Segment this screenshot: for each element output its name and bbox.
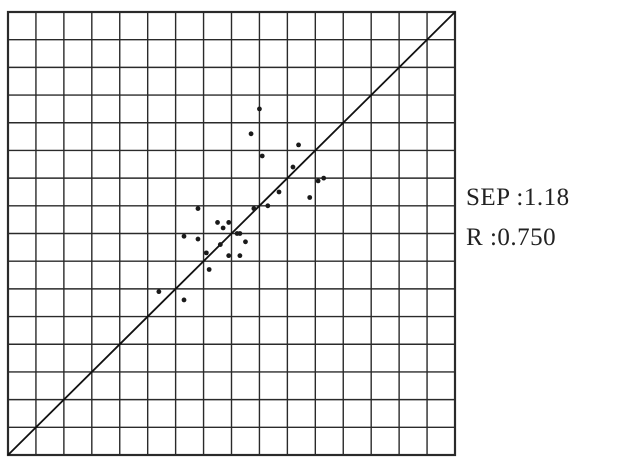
data-point [181, 233, 187, 239]
data-points [156, 106, 327, 303]
data-point [215, 220, 220, 225]
data-point [315, 178, 321, 184]
r-stat: R :0.750 [466, 224, 557, 251]
data-point [156, 289, 162, 295]
data-point [226, 253, 232, 259]
sep-label: SEP [466, 184, 510, 211]
r-label: R [466, 224, 484, 251]
data-point [251, 206, 257, 211]
sep-stat: SEP :1.18 [466, 184, 570, 211]
data-point [257, 106, 262, 112]
data-point [237, 253, 243, 259]
statistics-block: SEP :1.18 R :0.750 [466, 178, 570, 258]
data-point [220, 225, 226, 231]
r-value: 0.750 [497, 224, 557, 251]
reference-line-group [7, 11, 456, 456]
data-point [265, 203, 271, 209]
plot-border [6, 10, 457, 457]
data-point [181, 297, 187, 303]
data-point [307, 195, 313, 200]
data-point [203, 250, 209, 256]
sep-value: 1.18 [523, 184, 570, 211]
data-point [234, 231, 240, 236]
data-point [206, 267, 212, 272]
data-point [259, 153, 265, 159]
data-point [248, 131, 254, 137]
data-point [290, 164, 296, 170]
data-point [195, 236, 201, 242]
scatter-plot [6, 10, 457, 457]
data-point [217, 242, 223, 247]
plot-frame [6, 10, 457, 457]
reference-line [7, 11, 456, 456]
grid-lines [8, 12, 455, 455]
data-point [243, 239, 248, 245]
data-point [195, 206, 201, 211]
data-point [226, 220, 232, 225]
data-point [276, 189, 282, 195]
data-point [296, 142, 301, 148]
data-point [321, 175, 327, 181]
